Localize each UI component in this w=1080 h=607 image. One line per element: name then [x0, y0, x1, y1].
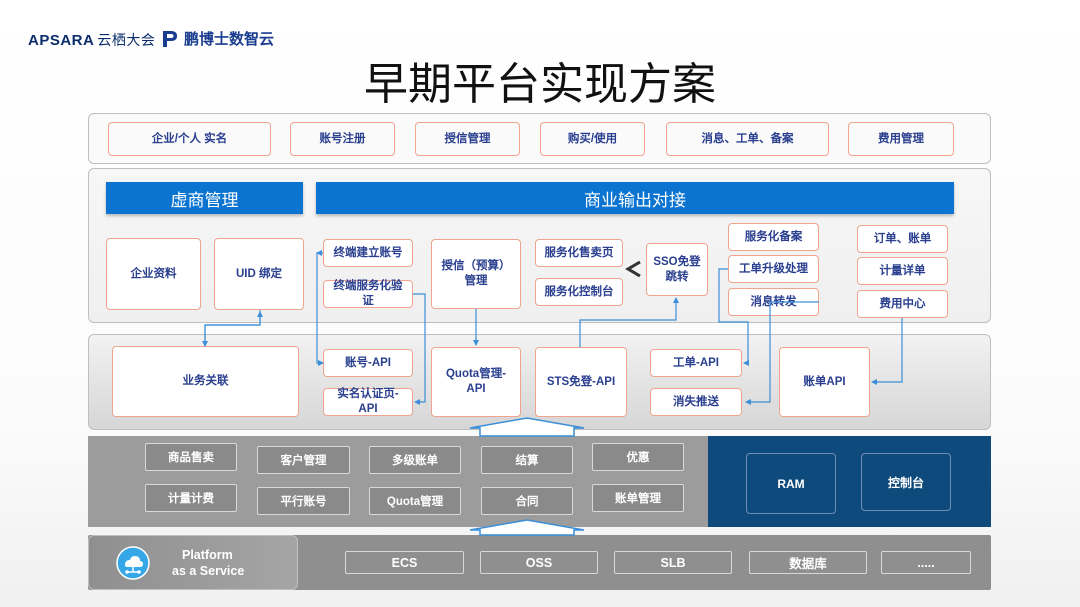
cloud-network-icon [116, 546, 150, 580]
paas-line2: as a Service [172, 564, 245, 578]
row4-item: 客户管理 [257, 446, 350, 474]
service-oss: OSS [480, 551, 598, 574]
row4-item: 合同 [481, 487, 573, 515]
pbs-logo: 鹏博士数智云 [160, 28, 274, 49]
pbs-logo-icon [163, 30, 177, 47]
apsara-logo-text: APSARA [28, 32, 95, 49]
service-console: 服务化控制台 [535, 278, 623, 306]
row4-item: 账单管理 [592, 484, 684, 512]
metering-detail: 计量详单 [857, 257, 948, 285]
service-ecs: ECS [345, 551, 464, 574]
page-title: 早期平台实现方案 [364, 59, 716, 110]
service-more: ..... [881, 551, 971, 574]
row4-item: 平行账号 [257, 487, 350, 515]
paas-label: Platform as a Service [172, 547, 244, 579]
paas-line1: Platform [182, 548, 233, 562]
enterprise-info: 企业资料 [106, 238, 201, 310]
uid-bind: UID 绑定 [214, 238, 304, 310]
row1-credit: 授信管理 [415, 122, 520, 156]
order-bill: 订单、账单 [857, 225, 948, 253]
service-sale-page: 服务化售卖页 [535, 239, 623, 267]
row4-item: 商品售卖 [145, 443, 237, 471]
bar-virtual-operator: 虚商管理 [106, 182, 303, 214]
row4-item: 优惠 [592, 443, 684, 471]
row4-item: 结算 [481, 446, 573, 474]
service-database: 数据库 [749, 551, 867, 574]
row4-item: 多级账单 [369, 446, 461, 474]
bill-api: 账单API [779, 347, 870, 417]
console-box: 控制台 [861, 453, 951, 511]
message-push: 消失推送 [650, 388, 742, 416]
account-api: 账号-API [323, 349, 413, 377]
service-filing: 服务化备案 [728, 223, 819, 251]
row1-account-register: 账号注册 [290, 122, 395, 156]
row4-item: Quota管理 [369, 487, 461, 515]
fee-center: 费用中心 [857, 290, 948, 318]
ram-box: RAM [746, 453, 836, 514]
ticket-upgrade: 工单升级处理 [728, 255, 819, 283]
message-forward: 消息转发 [728, 288, 819, 316]
row1-realname: 企业/个人 实名 [108, 122, 271, 156]
ticket-api: 工单-API [650, 349, 742, 377]
row1-message: 消息、工单、备案 [666, 122, 829, 156]
sts-api: STS免登-API [535, 347, 627, 417]
quota-api: Quota管理-API [431, 347, 521, 417]
terminal-account: 终端建立账号 [323, 239, 413, 267]
row1-fee: 费用管理 [848, 122, 954, 156]
terminal-verify: 终端服务化验证 [323, 280, 413, 308]
sso-jump: SSO免登跳转 [646, 243, 708, 296]
pbs-logo-text: 鹏博士数智云 [184, 31, 275, 48]
realname-api: 实名认证页-API [323, 388, 413, 416]
business-link: 业务关联 [112, 346, 299, 417]
credit-management: 授信（预算）管理 [431, 239, 521, 309]
apsara-logo-cn: 云栖大会 [97, 32, 156, 48]
row4-item: 计量计费 [145, 484, 237, 512]
bar-business-output: 商业输出对接 [316, 182, 954, 214]
row1-purchase: 购买/使用 [540, 122, 645, 156]
service-slb: SLB [614, 551, 732, 574]
